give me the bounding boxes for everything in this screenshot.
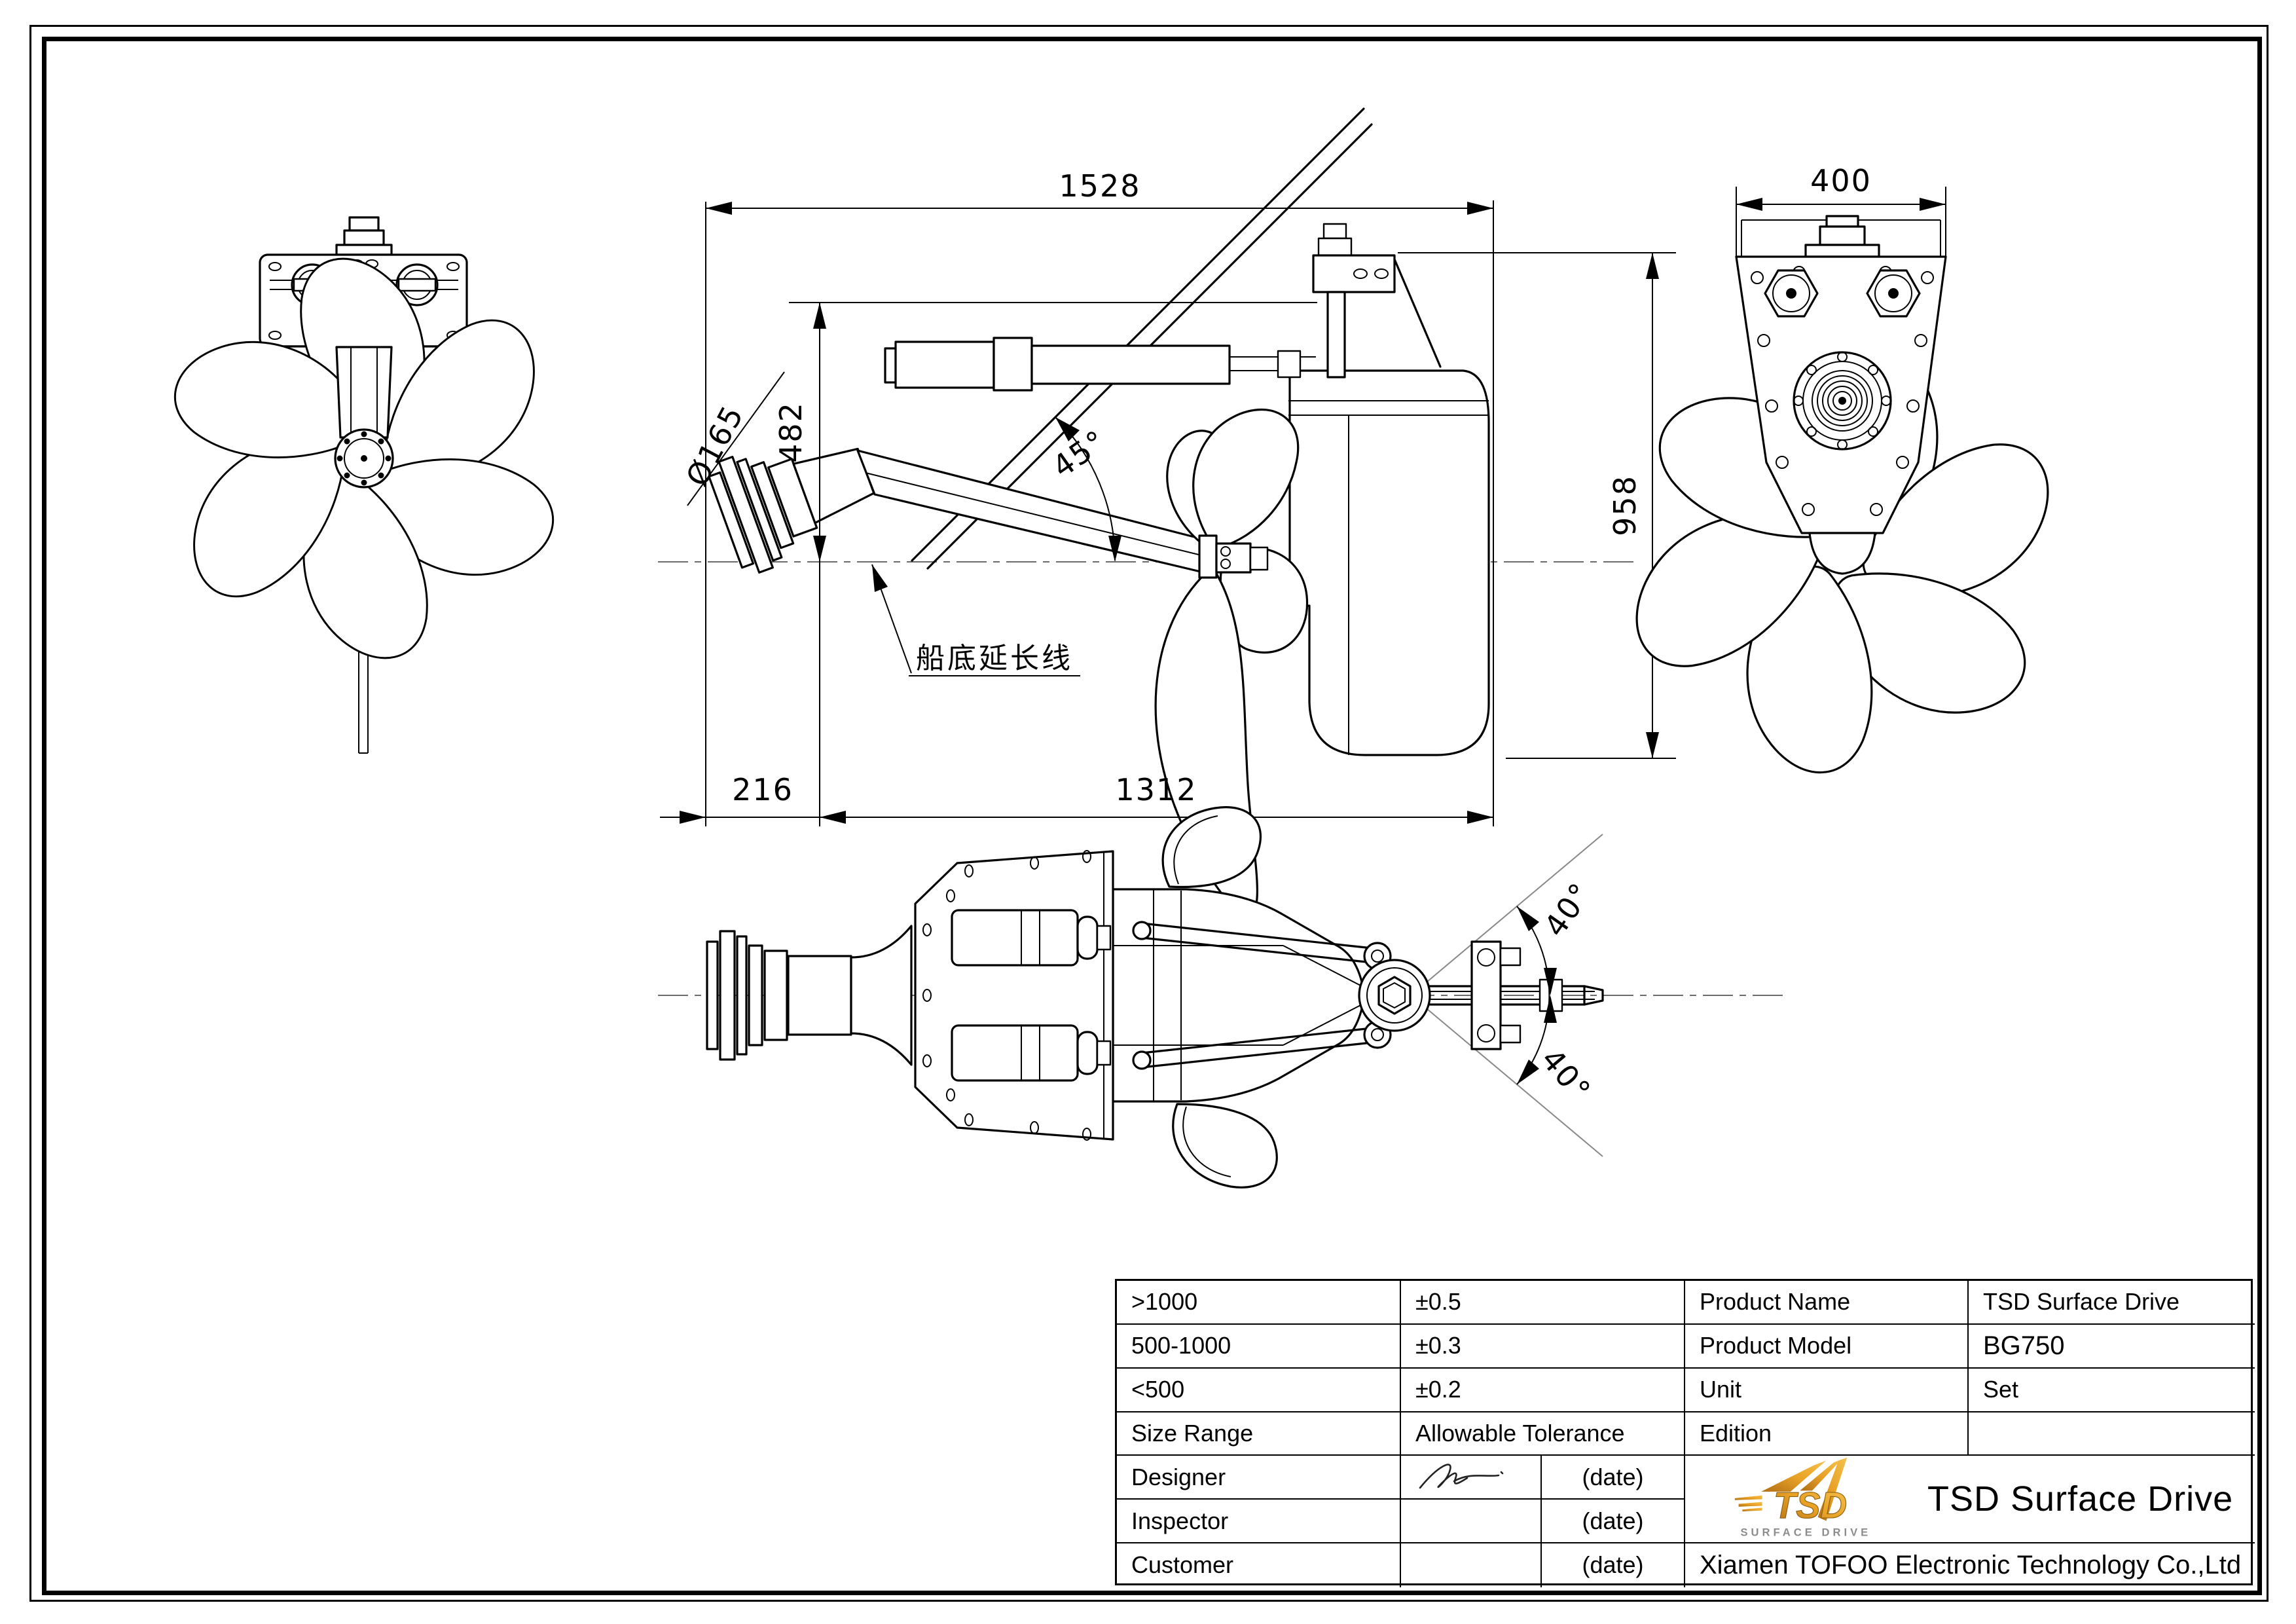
dim-hull-offset: 216 bbox=[732, 772, 793, 807]
product-name-label: Product Name bbox=[1685, 1281, 1969, 1325]
brand-area: TSD SURFACE DRIVE TSD Surface Drive bbox=[1685, 1456, 2255, 1544]
tolerance-value-3: ±0.2 bbox=[1401, 1368, 1685, 1412]
edition-value bbox=[1969, 1412, 2255, 1456]
tsd-logo: TSD SURFACE DRIVE bbox=[1734, 1458, 1871, 1539]
brand-title: TSD Surface Drive bbox=[1927, 1479, 2234, 1519]
unit-label: Unit bbox=[1685, 1368, 1969, 1412]
logo-main-text: TSD bbox=[1774, 1485, 1847, 1526]
sheet-border-outer bbox=[29, 25, 2269, 1602]
edition-label: Edition bbox=[1685, 1412, 1969, 1456]
size-range-header: Size Range bbox=[1117, 1412, 1401, 1456]
inspector-date: (date) bbox=[1542, 1500, 1685, 1544]
product-model-value: BG750 bbox=[1969, 1325, 2255, 1369]
hull-line-annotation: 船底延长线 bbox=[916, 642, 1073, 675]
sheet-border-inner bbox=[42, 37, 2262, 1595]
dim-height-above-hull: 482 bbox=[773, 401, 809, 463]
tolerance-range-3: <500 bbox=[1117, 1368, 1401, 1412]
product-name-value: TSD Surface Drive bbox=[1969, 1281, 2255, 1325]
dim-trim-angle: 45° bbox=[1046, 423, 1113, 485]
inspector-label: Inspector bbox=[1117, 1500, 1401, 1544]
signature-glyph bbox=[1419, 1464, 1503, 1489]
company-name: Xiamen TOFOO Electronic Technology Co.,L… bbox=[1700, 1550, 2242, 1579]
dim-total-length: 1528 bbox=[1059, 168, 1140, 204]
designer-signature bbox=[1401, 1456, 1542, 1500]
product-model-label: Product Model bbox=[1685, 1324, 1969, 1369]
input-coupling bbox=[708, 447, 875, 574]
designer-label: Designer bbox=[1117, 1456, 1401, 1500]
dim-steer-angle-down: 40° bbox=[1534, 1042, 1598, 1109]
tolerance-range-1: >1000 bbox=[1117, 1281, 1401, 1325]
inspector-signature-empty bbox=[1401, 1500, 1542, 1544]
tolerance-header: Allowable Tolerance bbox=[1401, 1412, 1685, 1456]
dim-mount-width: 400 bbox=[1810, 163, 1872, 198]
customer-signature-empty bbox=[1401, 1543, 1542, 1587]
tolerance-value-1: ±0.5 bbox=[1401, 1281, 1685, 1325]
front-dimensions: 400 bbox=[1736, 163, 1946, 257]
tolerance-value-2: ±0.3 bbox=[1401, 1324, 1685, 1369]
unit-value: Set bbox=[1969, 1369, 2255, 1412]
title-block: >1000 ±0.5 Product Name TSD Surface Driv… bbox=[1115, 1279, 2255, 1587]
dim-total-height: 958 bbox=[1607, 475, 1643, 536]
customer-date: (date) bbox=[1542, 1543, 1685, 1587]
side-view: 1528 482 958 216 1312 Ø165 45° bbox=[658, 107, 1676, 917]
logo-sub-text: SURFACE DRIVE bbox=[1740, 1526, 1871, 1539]
rear-view bbox=[157, 216, 571, 754]
top-view: 40° 40° bbox=[658, 806, 1787, 1189]
designer-date: (date) bbox=[1542, 1456, 1685, 1500]
dim-unit-length: 1312 bbox=[1115, 772, 1197, 807]
dim-steer-angle-up: 40° bbox=[1537, 876, 1599, 943]
tolerance-range-2: 500-1000 bbox=[1117, 1324, 1401, 1369]
front-view: 400 bbox=[1631, 163, 2053, 792]
customer-label: Customer bbox=[1117, 1543, 1401, 1587]
